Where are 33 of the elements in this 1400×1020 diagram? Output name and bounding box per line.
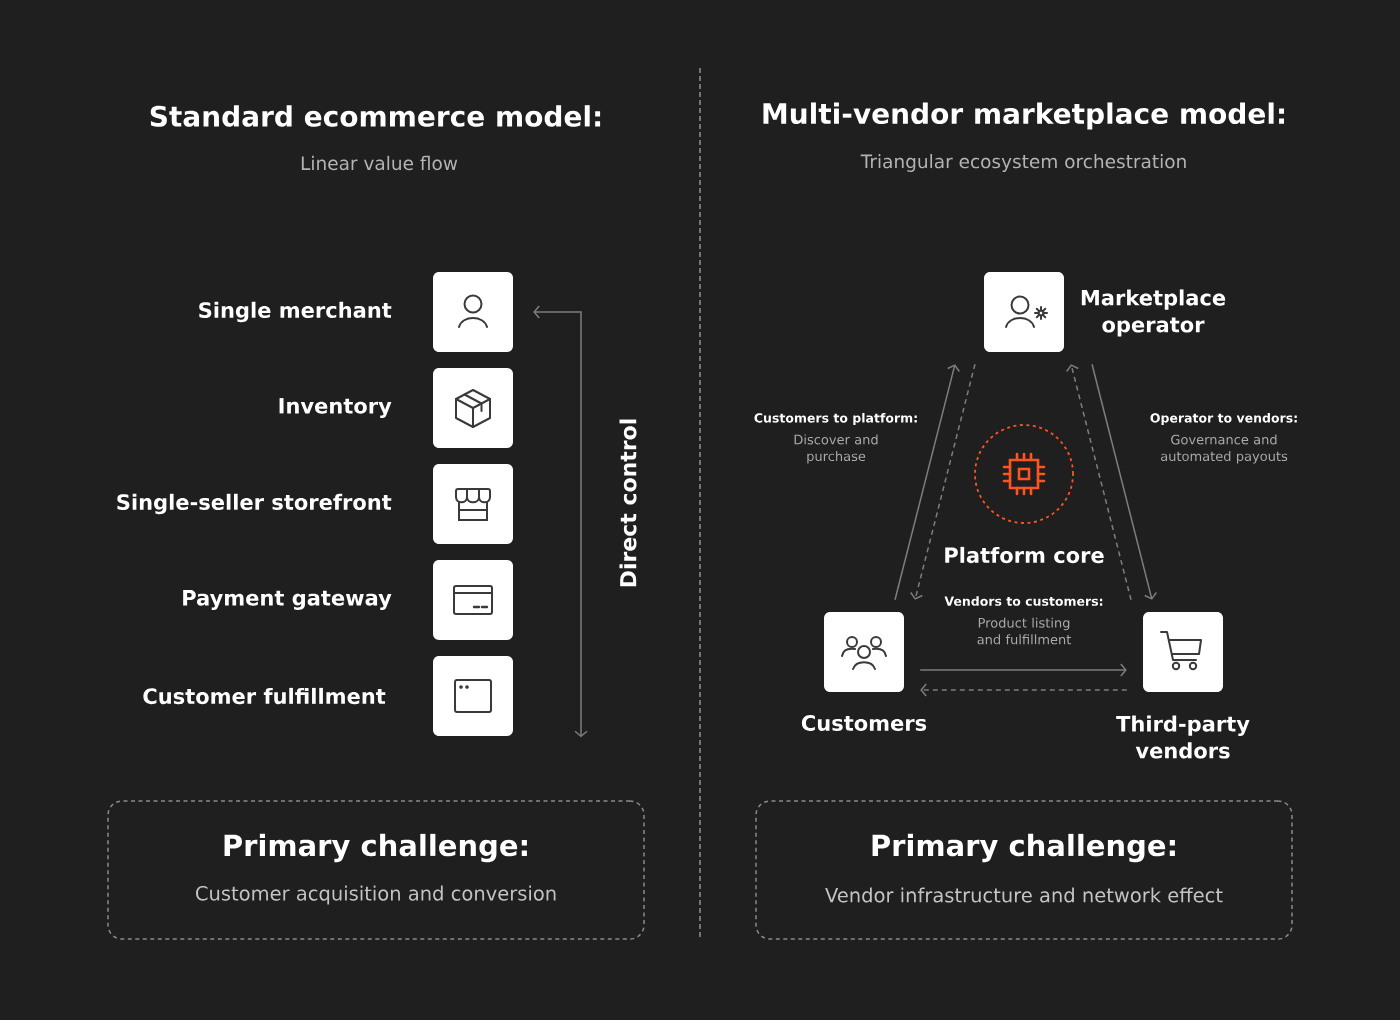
subheading: Triangular ecosystem orchestration [860, 154, 1186, 172]
annotation-heading: Operator to vendors: [1150, 412, 1297, 426]
annotation-text: Product listing and fulfillment [977, 617, 1071, 645]
heading: Standard ecommerce model: [150, 105, 601, 127]
box-heading: Primary challenge: [224, 833, 527, 863]
box-text: Vendor infrastructure and network effect [825, 887, 1223, 903]
arrow [894, 364, 961, 601]
tile-label: Single merchant [199, 301, 392, 323]
box-text: Customer acquisition and conversion [196, 885, 556, 905]
tile-label: Customer fulfillment [143, 687, 386, 705]
arrow [909, 363, 976, 600]
annotation-text: Discover and purchase [794, 434, 878, 464]
dashed-box [107, 800, 645, 940]
annotation-text: Governance and automated payouts [1161, 434, 1288, 464]
node-label: Platform core [945, 546, 1104, 564]
tile-label: Single-seller storefront [117, 493, 392, 515]
subheading: Linear value flow [301, 155, 458, 171]
arrow [919, 663, 1127, 677]
tile-label: Inventory [279, 398, 392, 418]
heading: Multi-vendor marketplace model: [763, 102, 1284, 130]
arrow [920, 683, 1128, 697]
annotation-heading: Vendors to customers: [944, 596, 1103, 606]
edge-label: Direct control [619, 419, 637, 587]
annotation-heading: Customers to platform: [754, 412, 917, 426]
tile-label: Third-party vendors [1116, 715, 1250, 759]
arrow [1091, 363, 1158, 600]
tile-label: Marketplace operator [1081, 289, 1226, 337]
arrow [533, 305, 588, 738]
box-heading: Primary challenge: [872, 833, 1175, 863]
dashed-box [755, 800, 1293, 940]
tile-label: Customers [801, 715, 927, 731]
tile-label: Payment gateway [183, 590, 392, 610]
arrow [1065, 364, 1132, 601]
